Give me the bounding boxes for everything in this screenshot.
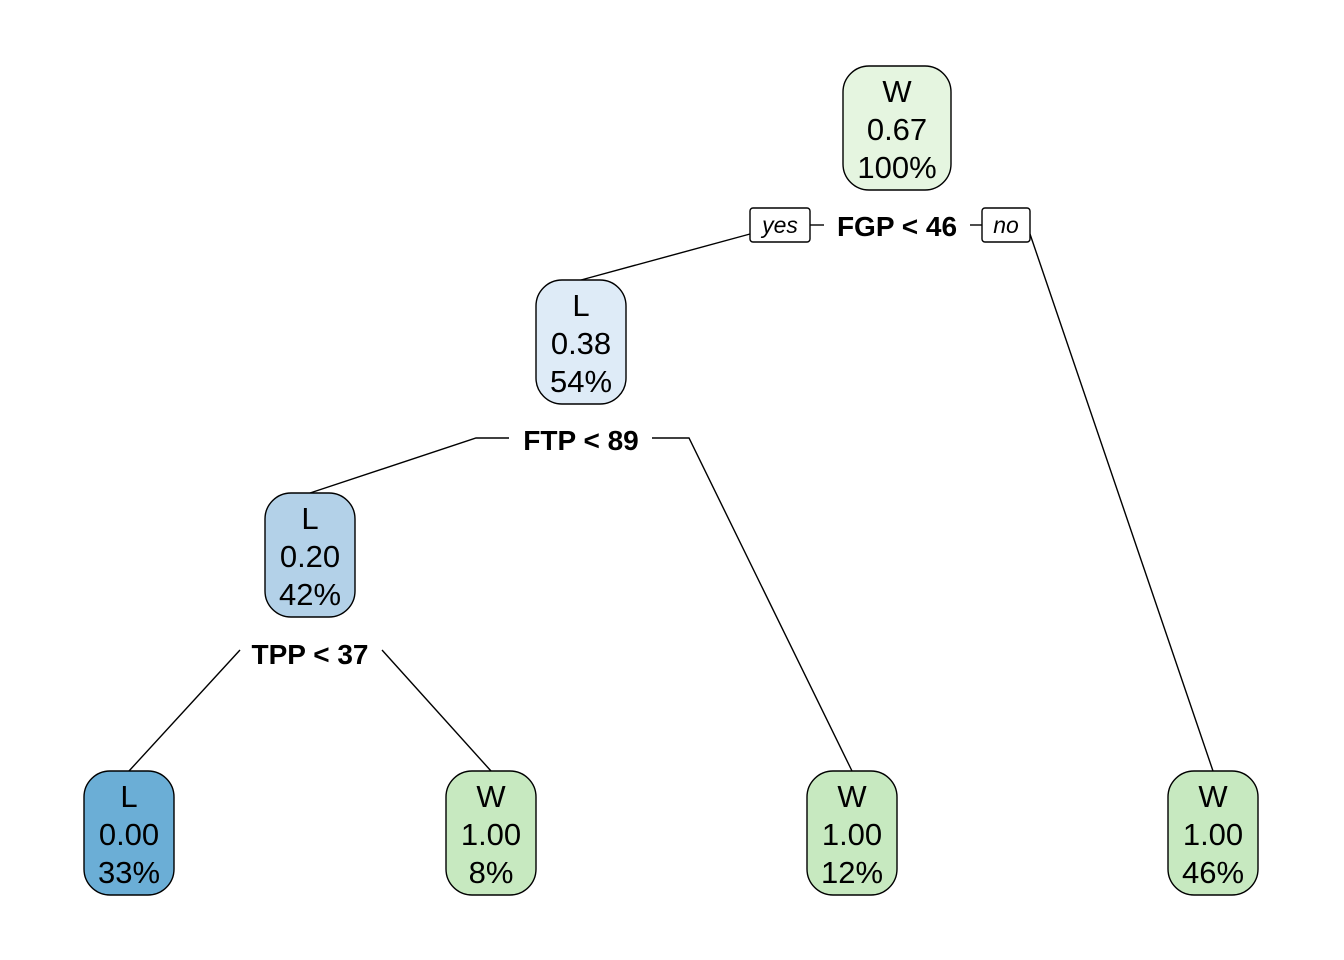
node-box <box>842 65 952 191</box>
node-box <box>535 279 627 405</box>
node-probability: 0.38 <box>551 326 611 361</box>
split-label-root: FGP < 46 <box>837 211 957 242</box>
node-box <box>445 770 537 896</box>
branch-yes-box: yes <box>749 207 811 243</box>
nodes-layer: W0.67100%L0.3854%L0.2042%L0.0033%W1.008%… <box>83 65 1259 896</box>
node-probability: 0.20 <box>280 539 340 574</box>
node-percentage: 12% <box>821 855 883 890</box>
tree-edge-n4-leaf9 <box>381 649 492 772</box>
node-class-label: W <box>882 74 912 109</box>
node-box <box>83 770 175 896</box>
node-class-label: W <box>837 779 867 814</box>
tree-edge-n2-n4 <box>309 437 509 494</box>
node-class-label: W <box>1198 779 1228 814</box>
branch-yes-label: yes <box>760 212 798 238</box>
node-probability: 1.00 <box>1183 817 1243 852</box>
tree-edge-root-leaf3 <box>1029 233 1214 772</box>
tree-edge-root-n2 <box>580 233 751 281</box>
node-probability: 0.67 <box>867 112 927 147</box>
node-box <box>806 770 898 896</box>
node-class-label: W <box>476 779 506 814</box>
node-percentage: 54% <box>550 364 612 399</box>
node-percentage: 8% <box>469 855 514 890</box>
tree-edge-n4-leaf8 <box>128 649 241 772</box>
node-percentage: 42% <box>279 577 341 612</box>
node-box <box>1167 770 1259 896</box>
node-percentage: 100% <box>857 150 936 185</box>
branch-yes-frame <box>749 207 811 243</box>
node-box <box>264 492 356 618</box>
branch-no-frame <box>981 207 1031 243</box>
node-percentage: 46% <box>1182 855 1244 890</box>
node-percentage: 33% <box>98 855 160 890</box>
split-labels-layer: FGP < 46 FTP < 89 TPP < 37 yes no <box>251 207 1031 670</box>
node-class-label: L <box>120 779 137 814</box>
node-probability: 1.00 <box>822 817 882 852</box>
tree-edge-n2-leaf5 <box>652 437 853 772</box>
node-probability: 1.00 <box>461 817 521 852</box>
node-class-label: L <box>572 288 589 323</box>
tree-node-leaf9: W1.008% <box>445 770 537 896</box>
branch-no-box: no <box>981 207 1031 243</box>
split-label-n2: FTP < 89 <box>523 425 638 456</box>
node-class-label: L <box>301 501 318 536</box>
node-probability: 0.00 <box>99 817 159 852</box>
edges-layer <box>128 233 1214 772</box>
split-label-n4: TPP < 37 <box>251 639 368 670</box>
branch-no-label: no <box>993 212 1019 238</box>
